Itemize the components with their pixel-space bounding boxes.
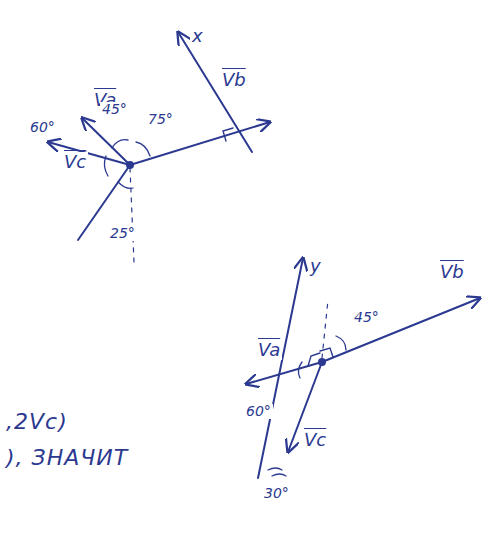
angle-label: 25° (108, 226, 137, 241)
origin-dot (127, 162, 133, 168)
angle-label: 60° (28, 120, 57, 135)
note-text: ), ЗНАЧИТ (4, 446, 130, 470)
angle-label: 75° (146, 112, 175, 127)
angle-arc (268, 468, 282, 470)
angle-arc (118, 182, 133, 188)
angle-arc (336, 336, 346, 350)
angle-arc (272, 474, 286, 476)
x-axis (178, 32, 252, 152)
right-angle (320, 348, 333, 357)
angle-arc (298, 362, 302, 378)
angle-label: 60° (244, 404, 273, 419)
y-axis (258, 258, 303, 478)
vector-label: Vb (438, 262, 466, 282)
vector-label: Vb (220, 70, 248, 90)
vb-vector (322, 298, 480, 362)
vb-vector (130, 122, 270, 165)
right-angle (308, 353, 320, 366)
vector-label: Va (256, 340, 282, 360)
angle-label: 45° (100, 102, 129, 117)
va-vector (246, 362, 322, 384)
angle-label: 30° (262, 486, 291, 501)
origin-dot (319, 359, 325, 365)
right-angle (223, 128, 233, 141)
axis-label: x (190, 26, 205, 46)
angle-label: 45° (352, 310, 381, 325)
note-text: ,2Vc) (4, 410, 70, 434)
vector-label: Vc (302, 430, 328, 450)
angle-arc (136, 142, 150, 156)
angle-arc (112, 140, 128, 148)
vector-label: Vc (62, 152, 88, 172)
axis-label: y (308, 256, 323, 276)
angle-arc (104, 156, 108, 176)
vertical-dash (130, 168, 134, 262)
vc-vector (48, 142, 130, 165)
